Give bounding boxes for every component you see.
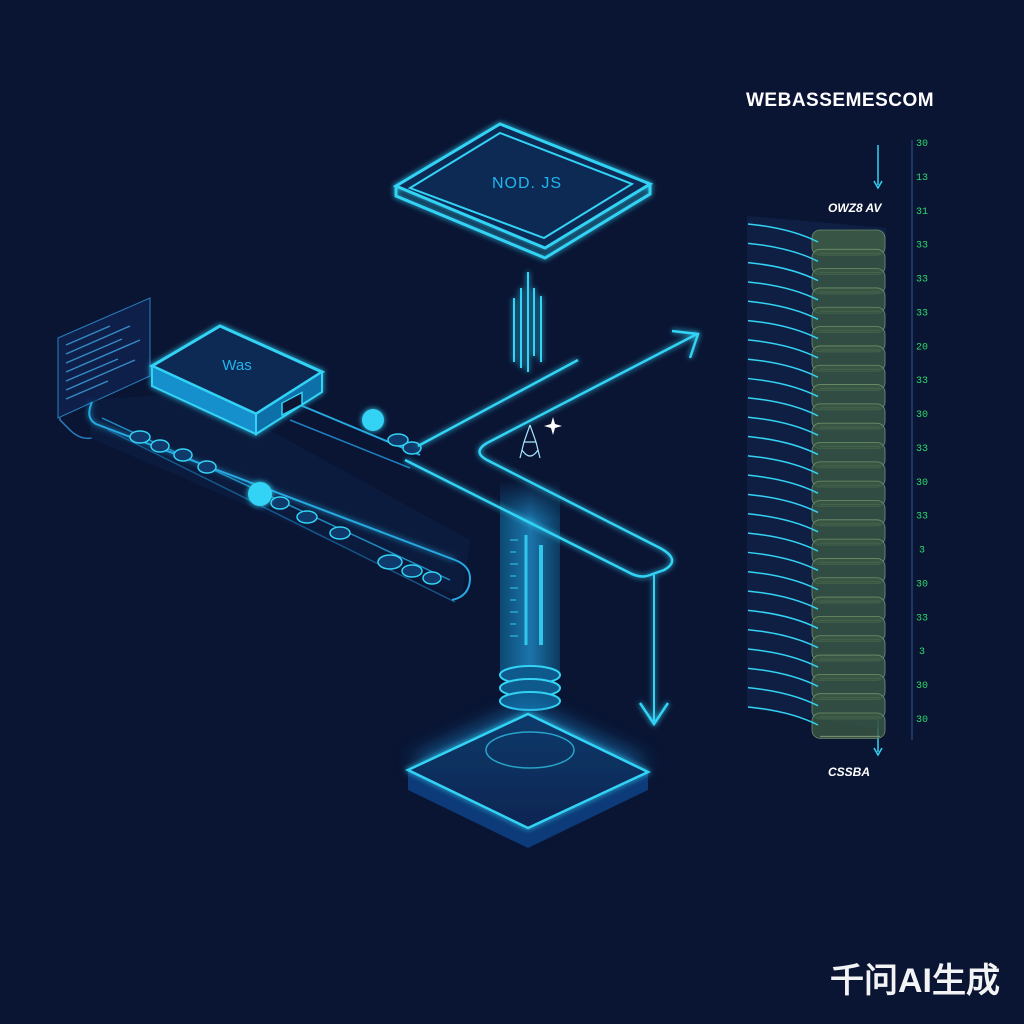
scale-label: 30	[916, 478, 928, 489]
scale-label: 30	[916, 139, 928, 150]
scale-label: 33	[916, 241, 928, 252]
scale-label: 30	[916, 579, 928, 590]
scale-label: 31	[916, 207, 928, 218]
scale-label: 33	[916, 444, 928, 455]
sparkle-icon	[544, 417, 562, 435]
stack-layers	[747, 216, 886, 738]
stack-tag-bottom: CSSBA	[828, 765, 870, 779]
scale-label: 33	[916, 512, 928, 523]
scale-label: 33	[916, 275, 928, 286]
scale-label: 13	[916, 173, 928, 184]
watermark: 千问AI生成	[830, 953, 1000, 1002]
diagram-title: WEBASSEMESCOM	[746, 90, 934, 112]
stack-tag-top: OWZ8 AV	[828, 201, 881, 215]
scale-label: 3	[919, 647, 925, 658]
rocket-icon	[520, 425, 540, 458]
signal-lines	[514, 272, 541, 372]
scale-label: 33	[916, 613, 928, 624]
scale-label: 20	[916, 342, 928, 353]
scale-label: 33	[916, 376, 928, 387]
pipeline-dot	[248, 482, 272, 506]
scale-label: 30	[916, 410, 928, 421]
base-platform	[408, 705, 648, 848]
scale-label: 30	[916, 681, 928, 692]
scale-label: 33	[916, 308, 928, 319]
wasm-box-label: Was	[222, 357, 251, 374]
pillar	[500, 480, 560, 710]
scale-label: 3	[919, 546, 925, 557]
arrow-down-icon	[640, 575, 668, 724]
nodejs-label: NOD. JS	[492, 175, 562, 192]
stack-layer-plate	[812, 713, 885, 738]
pipeline-tray	[89, 392, 470, 602]
scale-label: 30	[916, 715, 928, 726]
